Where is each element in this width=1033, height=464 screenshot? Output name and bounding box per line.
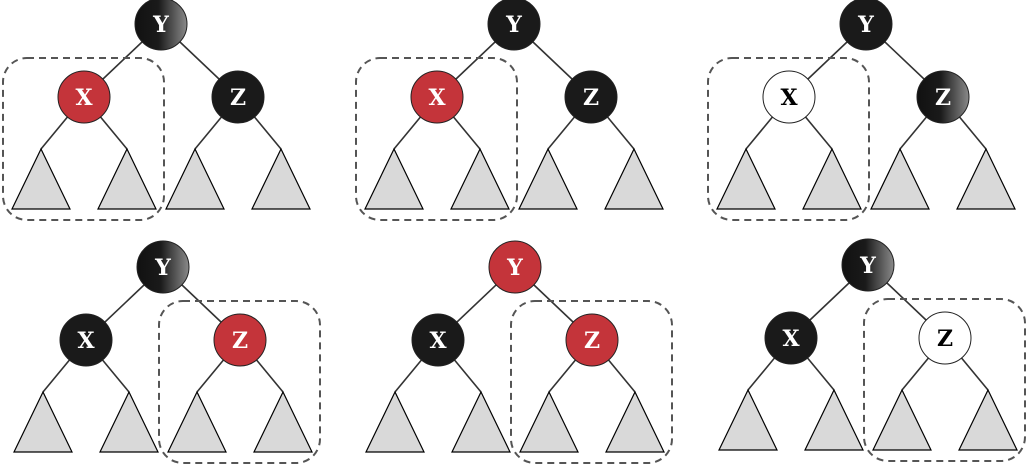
tree-panel-4: Y X Z — [13, 240, 321, 464]
subtree-triangle-2 — [804, 388, 864, 451]
node-root: Y — [839, 0, 893, 51]
subtree-triangle-2 — [802, 147, 862, 210]
node-left: X — [764, 311, 818, 365]
subtree-triangle-3 — [870, 147, 930, 210]
node-root: Y — [488, 240, 542, 294]
subtree-triangle-2 — [99, 390, 159, 453]
node-left-label: X — [782, 326, 800, 352]
subtree-triangle-2 — [450, 147, 510, 210]
subtree-triangle-4 — [958, 388, 1018, 451]
node-right-label: Z — [937, 326, 953, 352]
node-right-circle — [918, 311, 972, 365]
subtree-triangle-1 — [11, 147, 71, 210]
subtree-triangle-1 — [716, 147, 776, 210]
subtree-triangle-1 — [13, 390, 73, 453]
subtree-triangle-4 — [253, 390, 313, 453]
node-root: Y — [841, 238, 895, 292]
node-left-circle — [57, 70, 111, 124]
node-left: X — [59, 313, 113, 367]
node-right-label: Z — [583, 85, 599, 111]
node-left-circle — [59, 313, 113, 367]
node-left-label: X — [429, 328, 447, 354]
node-left-label: X — [428, 85, 446, 111]
tree-panel-2: Y X Z — [355, 0, 664, 221]
highlight-box-right — [158, 300, 321, 464]
subtree-triangle-1 — [365, 390, 425, 453]
node-root-circle — [134, 0, 188, 51]
subtree-triangle-4 — [956, 147, 1016, 210]
node-right: Z — [565, 313, 619, 367]
node-right: Z — [918, 311, 972, 365]
node-root-label: Y — [857, 12, 874, 38]
subtree-triangle-2 — [451, 390, 511, 453]
subtree-triangle-4 — [604, 147, 664, 210]
node-right-label: Z — [935, 85, 951, 111]
tree-panel-5: Y X Z — [365, 240, 673, 464]
node-right: Z — [564, 70, 618, 124]
node-right-circle — [916, 70, 970, 124]
subtree-triangle-3 — [518, 147, 578, 210]
tree-panel-6: Y X Z — [718, 238, 1026, 462]
tree-panel-3: Y X Z — [707, 0, 1016, 221]
highlight-box-right — [510, 300, 673, 464]
node-right: Z — [213, 313, 267, 367]
tree-panel-1: Y X Z — [2, 0, 311, 221]
node-right-label: Z — [584, 328, 600, 354]
node-right-circle — [564, 70, 618, 124]
highlight-box-right — [863, 298, 1026, 462]
subtree-triangle-3 — [165, 147, 225, 210]
node-root-circle — [488, 240, 542, 294]
node-root: Y — [487, 0, 541, 51]
node-root: Y — [134, 0, 188, 51]
node-left-circle — [764, 311, 818, 365]
subtree-triangle-3 — [167, 390, 227, 453]
subtree-triangle-1 — [718, 388, 778, 451]
node-left: X — [411, 313, 465, 367]
highlight-box-left — [707, 57, 870, 221]
node-left: X — [410, 70, 464, 124]
node-left: X — [57, 70, 111, 124]
node-right-circle — [213, 313, 267, 367]
node-left-label: X — [75, 85, 93, 111]
node-right: Z — [916, 70, 970, 124]
node-right-circle — [211, 70, 265, 124]
highlight-box-left — [355, 57, 518, 221]
node-root-label: Y — [859, 253, 876, 279]
subtree-triangle-4 — [251, 147, 311, 210]
node-root: Y — [136, 240, 190, 294]
node-left: X — [762, 70, 816, 124]
node-root-label: Y — [505, 12, 522, 38]
node-root-label: Y — [154, 255, 171, 281]
node-right-label: Z — [230, 85, 246, 111]
subtree-triangle-3 — [519, 390, 579, 453]
node-right: Z — [211, 70, 265, 124]
highlight-box-left — [2, 57, 165, 221]
node-left-circle — [410, 70, 464, 124]
node-root-circle — [487, 0, 541, 51]
node-root-label: Y — [506, 255, 523, 281]
node-left-label: X — [780, 85, 798, 111]
node-left-label: X — [77, 328, 95, 354]
node-right-circle — [565, 313, 619, 367]
node-left-circle — [411, 313, 465, 367]
node-left-circle — [762, 70, 816, 124]
node-right-label: Z — [232, 328, 248, 354]
subtree-triangle-4 — [605, 390, 665, 453]
subtree-triangle-2 — [97, 147, 157, 210]
node-root-circle — [136, 240, 190, 294]
subtree-triangle-1 — [364, 147, 424, 210]
node-root-circle — [839, 0, 893, 51]
subtree-triangle-3 — [872, 388, 932, 451]
node-root-circle — [841, 238, 895, 292]
node-root-label: Y — [152, 12, 169, 38]
